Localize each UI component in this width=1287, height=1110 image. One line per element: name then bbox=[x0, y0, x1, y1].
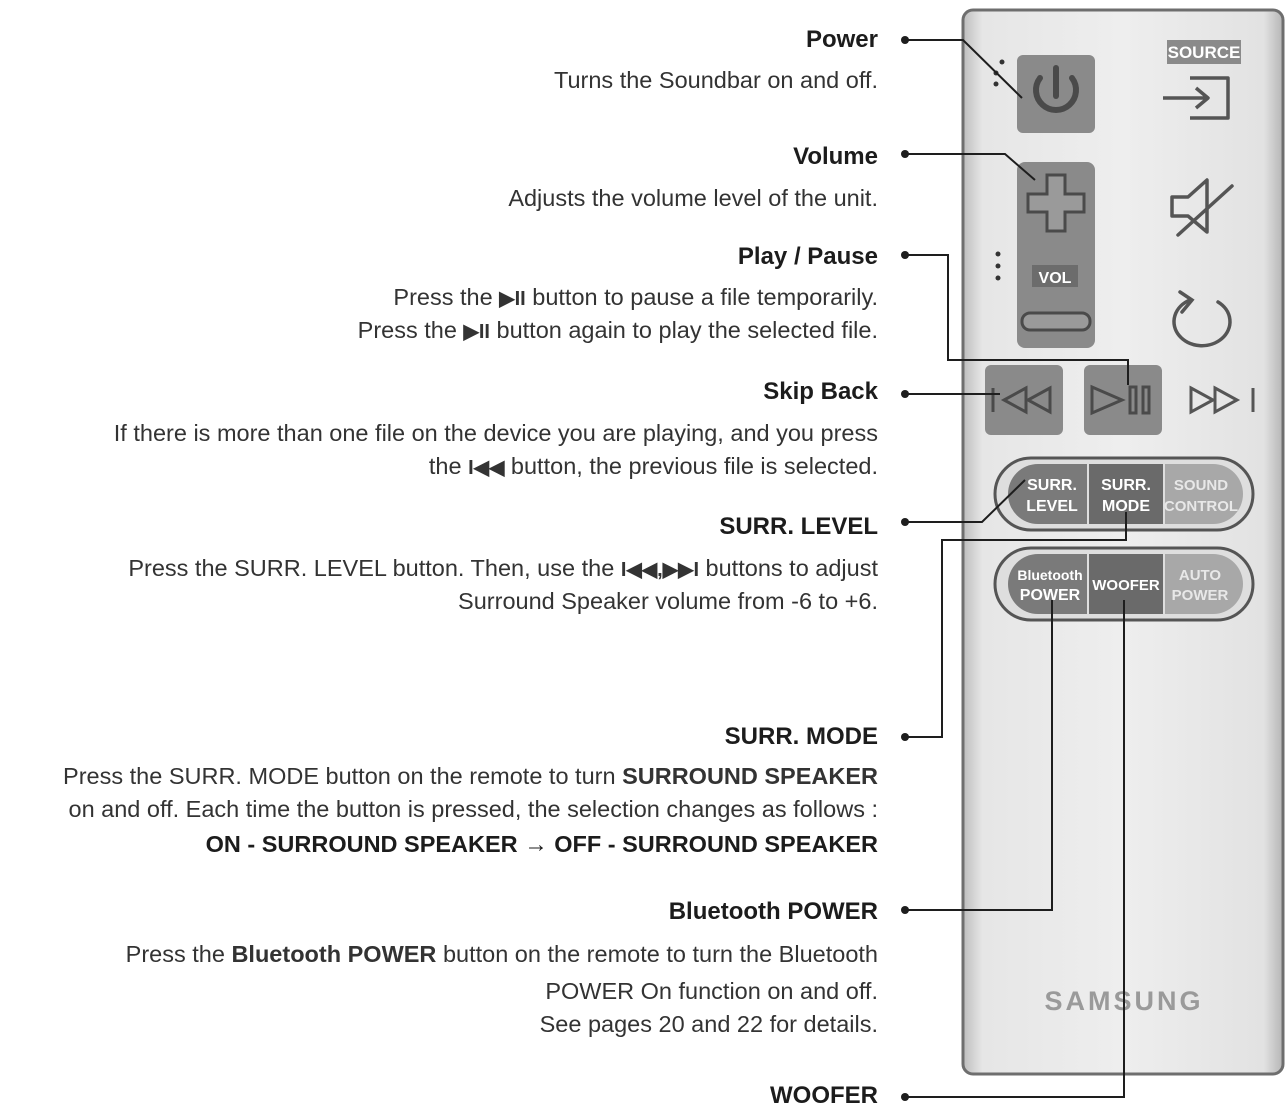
sound-control-label-2: CONTROL bbox=[1164, 498, 1238, 515]
skip-back-desc-line1: If there is more than one file on the de… bbox=[113, 420, 878, 446]
surr-level-title: SURR. LEVEL bbox=[719, 513, 878, 540]
leader-bt-power bbox=[905, 600, 1053, 911]
leader-dots bbox=[901, 36, 909, 1101]
surr-level-label-1: SURR. bbox=[1027, 477, 1077, 494]
minus-icon bbox=[1020, 311, 1092, 332]
repeat-icon bbox=[1172, 290, 1232, 348]
woofer-title: WOOFER bbox=[770, 1082, 878, 1109]
auto-power-label-2: POWER bbox=[1172, 587, 1229, 604]
mute-icon bbox=[1170, 178, 1234, 237]
bt-power-label-1: Bluetooth bbox=[1017, 567, 1082, 583]
play-pause-icon: ▶II bbox=[463, 321, 490, 343]
sound-control-button[interactable] bbox=[1165, 464, 1243, 524]
auto-power-button[interactable] bbox=[1165, 554, 1243, 614]
bt-power-title: Bluetooth POWER bbox=[668, 898, 878, 925]
source-label-box bbox=[1167, 40, 1241, 64]
bt-power-desc-line3: See pages 20 and 22 for details. bbox=[539, 1011, 878, 1037]
vol-label: VOL bbox=[1039, 270, 1072, 287]
skip-back-icon bbox=[991, 385, 1052, 415]
surr-mode-desc-line3: ON - SURROUND SPEAKER → OFF - SURROUND S… bbox=[205, 831, 878, 857]
skip-back-desc-line2: the I◀◀ button, the previous file is sel… bbox=[428, 453, 878, 479]
source-button[interactable]: SOURCE bbox=[1163, 40, 1241, 120]
leader-volume bbox=[905, 153, 1036, 181]
power-title: Power bbox=[805, 26, 878, 53]
samsung-logo: SAMSUNG bbox=[1044, 986, 1203, 1016]
skip-forward-button[interactable] bbox=[1189, 385, 1255, 415]
leader-lines bbox=[905, 39, 1129, 1098]
source-icon bbox=[1163, 76, 1230, 120]
power-button[interactable] bbox=[993, 55, 1096, 133]
surr-mode-desc-line1: Press the SURR. MODE button on the remot… bbox=[63, 763, 878, 789]
woofer-button[interactable] bbox=[1089, 554, 1163, 614]
bt-power-button[interactable] bbox=[1008, 554, 1087, 614]
woofer-label: WOOFER bbox=[1092, 577, 1160, 594]
power-icon bbox=[1033, 65, 1079, 113]
surr-mode-desc-line2: on and off. Each time the button is pres… bbox=[68, 796, 879, 822]
surr-level-desc-line2: Surround Speaker volume from -6 to +6. bbox=[458, 588, 878, 614]
bt-power-desc-line1: Press the Bluetooth POWER button on the … bbox=[125, 941, 878, 967]
surr-mode-label-2: MODE bbox=[1102, 498, 1150, 515]
sound-control-label-1: SOUND bbox=[1174, 477, 1228, 494]
vol-label-box bbox=[1032, 265, 1078, 287]
mute-button[interactable] bbox=[1170, 178, 1234, 237]
power-button-row: Bluetooth POWER WOOFER AUTO POWER bbox=[993, 546, 1255, 622]
bt-power-label-2: POWER bbox=[1020, 587, 1081, 604]
skip-back-button[interactable] bbox=[985, 365, 1063, 435]
leader-power bbox=[905, 39, 1023, 99]
leader-surr-mode bbox=[905, 512, 1127, 738]
volume-rocker[interactable]: VOL bbox=[995, 162, 1096, 348]
leader-woofer bbox=[905, 600, 1125, 1098]
surr-button-row: SURR. LEVEL SURR. MODE SOUND CONTROL bbox=[993, 456, 1255, 532]
leader-surr-level bbox=[905, 479, 1026, 523]
skip-icons: I◀◀,▶▶I bbox=[620, 559, 700, 581]
bt-power-desc-line2: POWER On function on and off. bbox=[545, 978, 878, 1004]
play-pause-title: Play / Pause bbox=[737, 243, 878, 270]
surr-level-desc-line1: Press the SURR. LEVEL button. Then, use … bbox=[128, 555, 878, 581]
source-label: SOURCE bbox=[1168, 43, 1241, 62]
skip-forward-icon bbox=[1189, 385, 1255, 415]
play-pause-button[interactable] bbox=[1084, 365, 1162, 435]
skip-back-title: Skip Back bbox=[763, 378, 878, 405]
play-pause-desc-line2: Press the ▶II button again to play the s… bbox=[357, 317, 878, 343]
volume-desc: Adjusts the volume level of the unit. bbox=[508, 185, 878, 211]
surr-level-button[interactable] bbox=[1008, 464, 1087, 524]
skip-back-icon: I◀◀ bbox=[468, 457, 505, 479]
play-pause-desc-line1: Press the ▶II button to pause a file tem… bbox=[393, 284, 878, 310]
surr-mode-title: SURR. MODE bbox=[724, 723, 878, 750]
volume-title: Volume bbox=[793, 143, 878, 170]
play-pause-icon: ▶II bbox=[499, 288, 526, 310]
auto-power-label-1: AUTO bbox=[1179, 567, 1222, 584]
repeat-button[interactable] bbox=[1172, 290, 1232, 348]
plus-icon bbox=[1026, 173, 1086, 233]
leader-play-pause bbox=[905, 254, 1129, 385]
power-desc: Turns the Soundbar on and off. bbox=[553, 67, 878, 93]
surr-mode-label-1: SURR. bbox=[1101, 477, 1151, 494]
surr-level-label-2: LEVEL bbox=[1026, 498, 1078, 515]
play-pause-icon bbox=[1090, 384, 1151, 416]
